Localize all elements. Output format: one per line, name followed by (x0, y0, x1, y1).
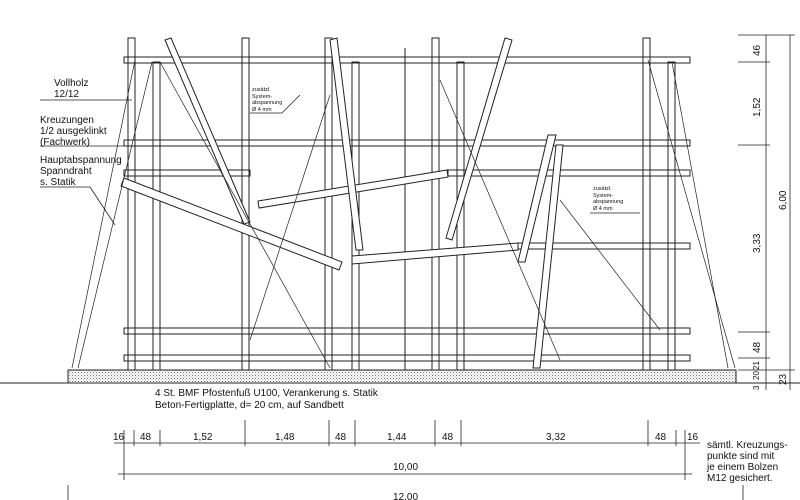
dim-h: 16 (113, 432, 125, 443)
dim-v: 3,33 (752, 233, 763, 253)
label-kreuzungen: Kreuzungen 1/2 ausgeklinkt (Fachwerk) (40, 115, 107, 148)
leader-lines (40, 94, 640, 226)
horizontal-dimension-lines (67, 420, 744, 500)
dim-v: 21 (752, 361, 761, 370)
label-hauptabspannung: Hauptabspannung Spanndraht s. Statik (40, 155, 122, 188)
dim-v: 3 (752, 385, 761, 390)
dim-total-inner: 10,00 (393, 462, 419, 473)
dim-h: 1,44 (387, 432, 407, 443)
frame (0, 34, 800, 500)
label-fertigplatte: Beton-Fertigplatte, d= 20 cm, auf Sandbe… (155, 400, 344, 411)
concrete-slab (67, 369, 737, 384)
label-systemabspannung-2: zusätzl. System- abspannung Ø 4 mm (593, 186, 624, 212)
dim-h: 48 (655, 432, 667, 443)
diagonal-boards (120, 37, 564, 369)
beams (123, 56, 691, 362)
dim-v-base: 23 (778, 373, 789, 385)
label-pfostenfuss: 4 St. BMF Pfostenfuß U100, Verankerung s… (155, 388, 378, 399)
dim-v: 46 (752, 44, 763, 56)
note-bolts: sämtl. Kreuzungs- punkte sind mit je ein… (707, 440, 788, 484)
dim-total-outer: 12,00 (393, 492, 419, 500)
dim-h: 48 (140, 432, 152, 443)
dim-h: 1,48 (275, 432, 295, 443)
label-systemabspannung-1: zusätzl. System- abspannung Ø 4 mm (252, 87, 283, 113)
label-vollholz: Vollholz 12/12 (54, 78, 89, 100)
posts (127, 37, 676, 371)
dim-h: 48 (335, 432, 347, 443)
dim-h: 16 (687, 432, 699, 443)
tension-wires (71, 59, 736, 369)
dim-h: 3,32 (546, 432, 566, 443)
dim-v: 20 (752, 371, 761, 380)
dim-v: 1,52 (752, 97, 763, 117)
dim-v-total: 6,00 (778, 190, 789, 210)
dim-v: 48 (752, 341, 763, 353)
dim-h: 1,52 (193, 432, 213, 443)
dim-h: 48 (442, 432, 454, 443)
vertical-dimension-lines (738, 34, 795, 390)
